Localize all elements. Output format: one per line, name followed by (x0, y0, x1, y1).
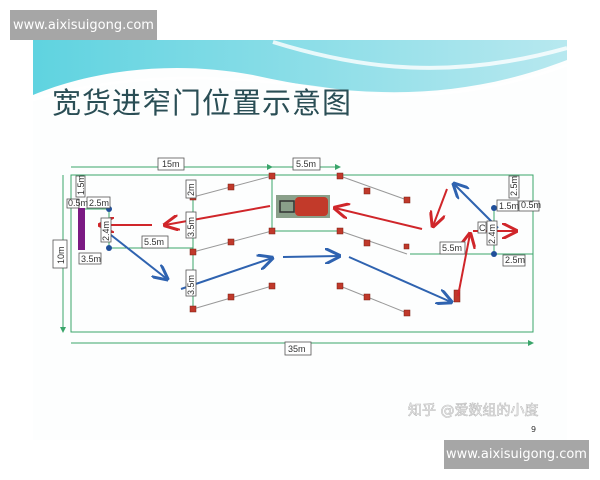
marker (336, 172, 344, 180)
banner-wave (33, 40, 567, 102)
red-arrow (457, 234, 470, 297)
marker (336, 282, 344, 290)
marker (227, 238, 235, 246)
dim-center-a: 2m (186, 183, 196, 196)
blue-arrow (101, 227, 167, 279)
marker (227, 183, 235, 191)
blue-arrow (282, 256, 339, 257)
door-bar (78, 208, 85, 250)
watermark-bottom: www.aixisuigong.com (444, 440, 589, 469)
dim-left-e: 3.5m (81, 254, 101, 264)
marker (363, 293, 371, 301)
marker (268, 282, 276, 290)
marker (403, 243, 410, 250)
dim-right-g: C (479, 223, 486, 233)
slide-title: 宽货进窄门位置示意图 (52, 86, 353, 120)
dim-right-a: 2.5m (509, 176, 519, 196)
dim-top-left: 15m (162, 159, 180, 169)
dim-bottom: 35m (288, 344, 306, 354)
marker (227, 293, 235, 301)
marker (189, 305, 197, 313)
dim-left-d: 2.4m (101, 221, 111, 241)
dim-height: 10m (56, 246, 66, 264)
marker (363, 187, 371, 195)
marker (336, 227, 344, 235)
marker (403, 196, 411, 204)
dim-right-c: 0.5m (521, 200, 541, 210)
dim-left-b: 0.5m (68, 198, 88, 208)
dim-center-c: 3.5m (186, 275, 196, 295)
dim-left-c: 2.5m (89, 198, 109, 208)
forklift-icon (276, 195, 330, 218)
dim-left-f: 5.5m (144, 237, 164, 247)
marker (268, 227, 276, 235)
credit-watermark: 知乎 @爱数组的小度 (408, 403, 539, 420)
dim-left-a: 1.5m (76, 175, 86, 195)
red-arrow (335, 208, 423, 230)
marker (189, 248, 197, 256)
dim-center-b: 3.5m (186, 217, 196, 237)
dim-top-mid: 5.5m (296, 159, 316, 169)
slide (33, 40, 567, 440)
red-arrow (165, 205, 271, 225)
pillar-markers (189, 172, 461, 317)
dim-right-d: 2.4m (487, 224, 497, 244)
dim-right-b: 1.5m (499, 201, 519, 211)
dim-right-f: 2.5m (505, 255, 525, 265)
marker (363, 239, 371, 247)
red-arrow (433, 188, 448, 226)
dim-right-e: 5.5m (442, 243, 462, 253)
marker (268, 172, 276, 180)
blue-arrow (348, 256, 451, 302)
marker (403, 309, 411, 317)
page-number: 9 (531, 425, 537, 434)
watermark-top: www.aixisuigong.com (10, 10, 157, 40)
